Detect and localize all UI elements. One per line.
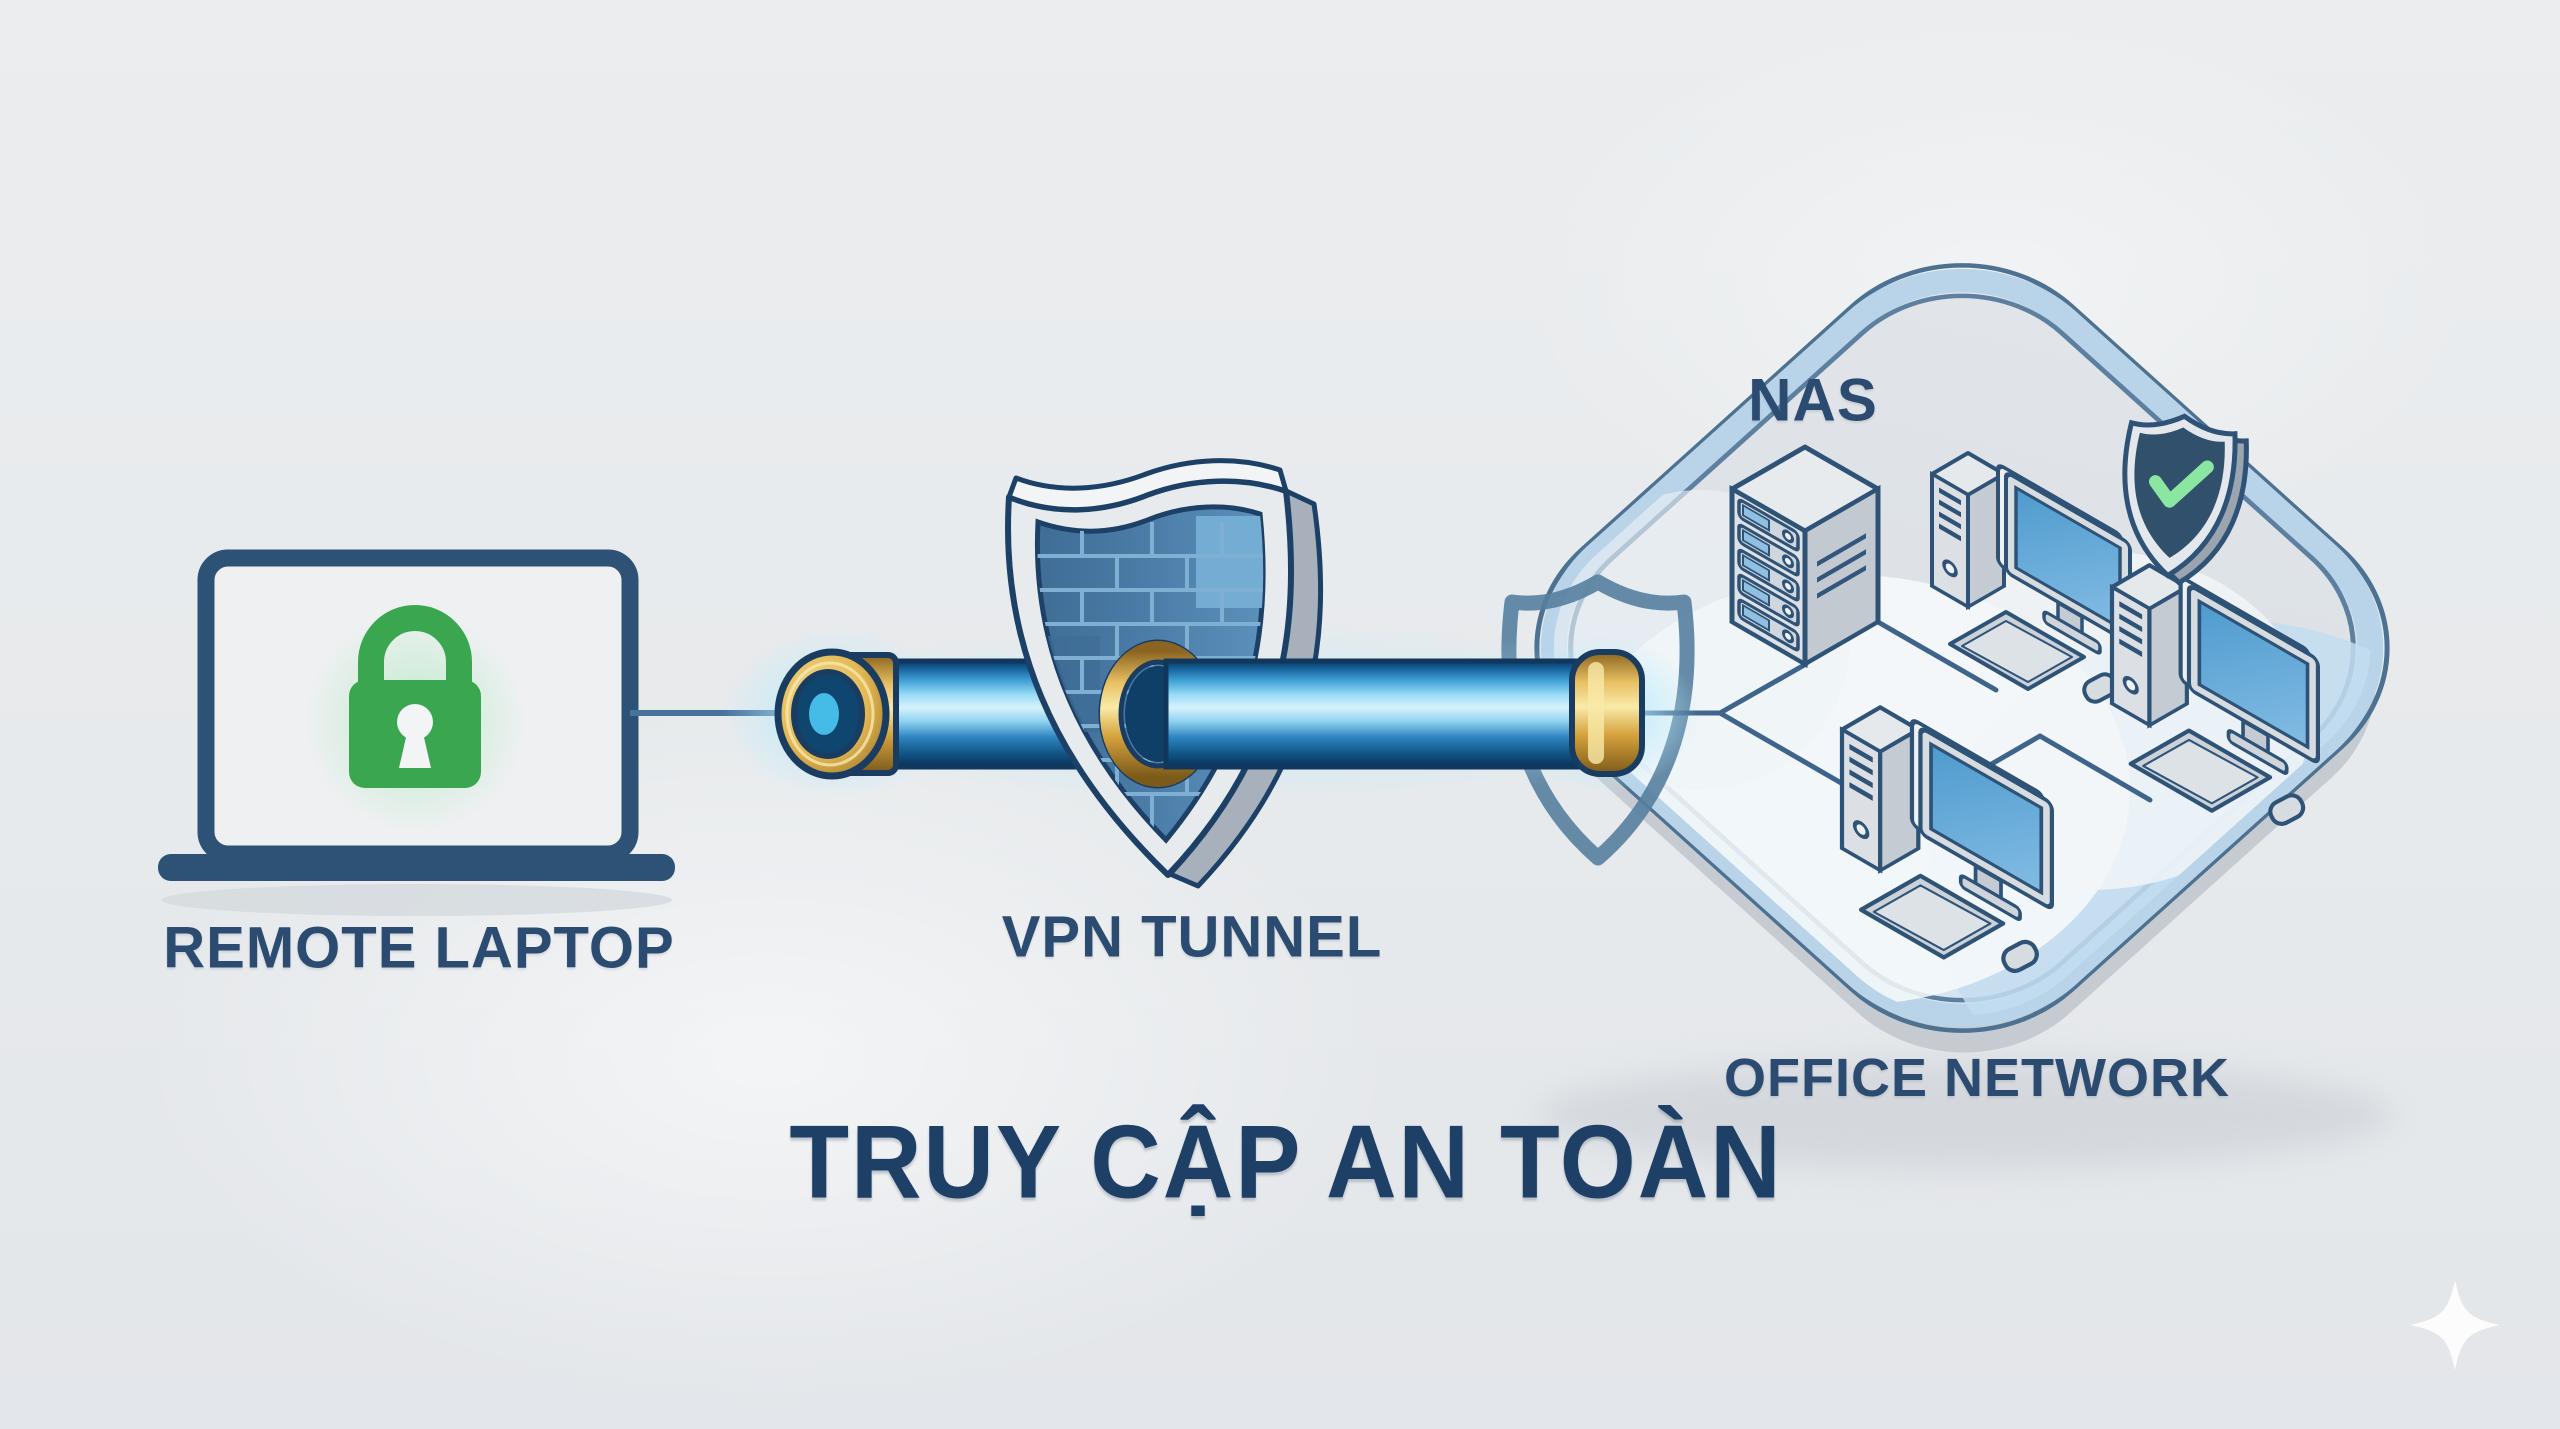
gold-ring-icon	[774, 648, 899, 780]
page-title: TRUY CẬP AN TOÀN	[789, 1104, 1783, 1221]
shield-check-icon	[2122, 413, 2249, 586]
connector-line	[630, 710, 810, 716]
lock-icon	[349, 605, 481, 788]
blob-shadow	[1535, 1060, 2395, 1170]
vpn-tunnel-label: VPN TUNNEL	[1001, 904, 1383, 970]
nas-label: NAS	[1748, 366, 1878, 434]
office-network-label: OFFICE NETWORK	[1724, 1048, 2230, 1108]
tunnel-pipe	[1163, 658, 1585, 770]
entrance-shield-icon	[1501, 574, 1695, 866]
sparkle-icon	[2410, 1280, 2500, 1370]
remote-laptop-label: REMOTE LAPTOP	[163, 915, 675, 981]
vpn-tunnel	[723, 458, 1720, 889]
nas-server-icon	[1729, 444, 1881, 669]
laptop-icon	[158, 549, 675, 916]
laptop-base	[158, 854, 675, 881]
gold-ring-icon	[1569, 649, 1645, 777]
